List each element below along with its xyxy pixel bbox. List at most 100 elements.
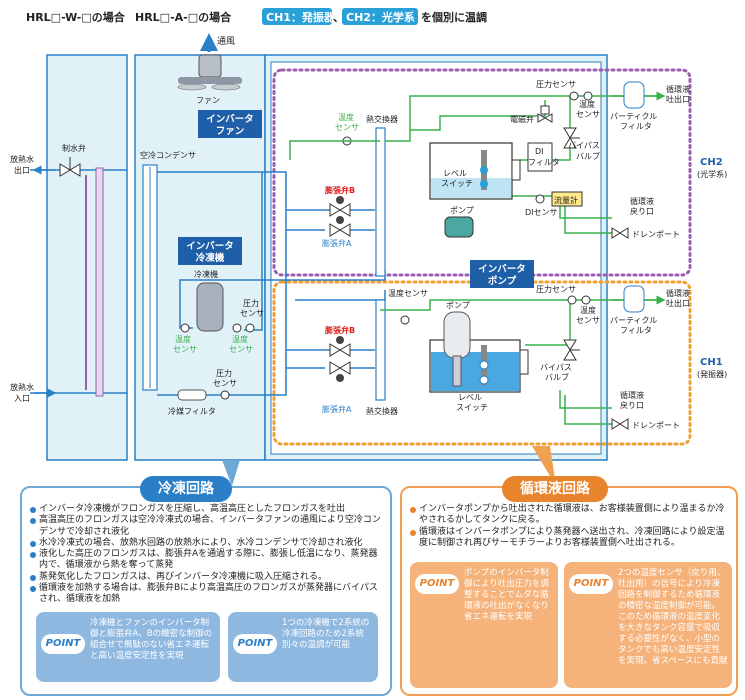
inverter-pump-badge bbox=[470, 260, 534, 288]
ch1-temp-sensor-icon bbox=[400, 315, 410, 325]
expansion-valve-a-top-icon bbox=[329, 216, 351, 237]
circulation-bullets: インバータポンプから吐出された循環液は、お客様装置側により温まるか冷やされるかし… bbox=[410, 504, 732, 549]
ch1-pump-label: ポンプ bbox=[446, 301, 470, 310]
header-suffix: を個別に温調 bbox=[421, 10, 487, 24]
ch2-return-2: 戻り口 bbox=[630, 206, 654, 216]
refrigeration-point-2: POINT 1つの冷凍機で2系統の冷凍回路のため2系統別々の温調が可能 bbox=[228, 612, 378, 682]
ch1-bypass-icon bbox=[563, 339, 580, 361]
refrigerant-pipe-top-ch bbox=[262, 171, 325, 231]
refrigerant-pipe-mid bbox=[285, 230, 325, 368]
ch2-tank-handle bbox=[511, 159, 521, 181]
ch2-drain-valve-icon bbox=[611, 227, 629, 239]
ch2-pressure-icon bbox=[569, 91, 579, 101]
ch2-out-2: 吐出口 bbox=[666, 94, 690, 104]
circulation-bullet: インバータポンプから吐出された循環液は、お客様装置側により温まるか冷やされるかし… bbox=[410, 504, 732, 527]
ch2-flowmeter bbox=[551, 191, 583, 207]
temp-sensor-right-2: センサ bbox=[229, 345, 253, 354]
water-valve-icon bbox=[59, 157, 81, 177]
ch1-level-float-2 bbox=[479, 375, 489, 385]
ch1-temp-r-2: センサ bbox=[576, 316, 600, 325]
water-condenser bbox=[95, 167, 104, 397]
ch2-solenoid-label: 電磁弁 bbox=[510, 114, 534, 124]
ch2-solenoid-icon bbox=[537, 105, 553, 123]
ch1-pump bbox=[443, 311, 471, 359]
ch1-level-float bbox=[479, 360, 489, 370]
ch1-drain-valve-icon bbox=[611, 418, 629, 430]
inverter-comp-badge bbox=[178, 237, 242, 265]
fan-label: ファン bbox=[196, 96, 220, 105]
ch2-pressure-label: 圧力センサ bbox=[536, 79, 576, 89]
ch1-return-2: 戻り口 bbox=[620, 400, 644, 410]
ch2-di-sensor-label: DIセンサ bbox=[525, 208, 558, 217]
ch1-out-2: 吐出口 bbox=[666, 298, 690, 308]
ch2-heat-exchanger bbox=[375, 127, 386, 277]
ch2-bypass-2: バルブ bbox=[576, 151, 600, 161]
expansion-a-bot-label: 膨張弁A bbox=[322, 404, 352, 414]
ch2-out-1: 循環液 bbox=[666, 84, 690, 94]
ref-pointer bbox=[222, 460, 240, 486]
water-in-label-1: 放熱水 bbox=[10, 382, 34, 392]
compressor-icon bbox=[196, 282, 224, 332]
ch2-pump-label: ポンプ bbox=[450, 206, 474, 215]
refrigerant-filter-icon bbox=[177, 389, 207, 401]
ch2-return-1: 循環液 bbox=[630, 196, 654, 206]
refrigeration-bullet: 水冷冷凍式の場合、放熱水回路の放熱水により、水冷コンデンサで冷却され液化 bbox=[30, 538, 386, 549]
ch1-temp-sensor-label: 温度センサ bbox=[388, 288, 428, 298]
ch2-temp-sensor-2: センサ bbox=[335, 123, 359, 132]
temp-sensor-right-1: 温度 bbox=[232, 334, 248, 344]
ch1-tag-bg bbox=[262, 8, 332, 25]
ch2-di-filter-1: DI bbox=[535, 147, 544, 156]
inverter-fan-line2: ファン bbox=[216, 126, 245, 137]
inverter-comp-line1: インバータ bbox=[186, 240, 234, 252]
water-out-label-2: 出口 bbox=[14, 165, 30, 175]
ch2-tank-water bbox=[431, 178, 511, 198]
ch2-bypass-1: バイパス bbox=[568, 141, 600, 150]
ch2-tag-bg bbox=[342, 8, 418, 25]
pressure-sensor-2: センサ bbox=[240, 309, 264, 318]
ch2-pump bbox=[444, 216, 474, 238]
ch1-return-1: 循環液 bbox=[620, 390, 644, 400]
water-out-label-1: 放熱水 bbox=[10, 154, 34, 164]
expansion-valve-b-top-icon bbox=[329, 196, 351, 217]
ch1-level-2: スイッチ bbox=[456, 403, 488, 412]
ch2-flowmeter-label: 流量計 bbox=[554, 195, 578, 205]
ch2-drain: ドレンポート bbox=[632, 230, 680, 239]
inverter-pump-line1: インバータ bbox=[478, 263, 526, 275]
point-text: 2つの温度センサ（戻り用、吐出用）の信号により冷凍回路を制御するため循環液の精密… bbox=[618, 568, 728, 666]
ch2-temp-r-icon bbox=[583, 91, 593, 101]
ch2-desc: (光学系) bbox=[697, 169, 727, 179]
ch1-particle-2: フィルタ bbox=[620, 326, 652, 335]
point-text: ポンプのインバータ制御により吐出圧力を調整することでムダな循環液の吐出がなくなり… bbox=[464, 568, 550, 622]
air-condenser-label: 空冷コンデンサ bbox=[140, 150, 196, 160]
header-separator: 、 bbox=[333, 11, 344, 24]
ch2-level-2: スイッチ bbox=[441, 179, 473, 188]
ch2-di-filter-2: フィルタ bbox=[528, 158, 560, 167]
refrigeration-bullet: 液化した高圧のフロンガスは、膨張弁Aを通過する際に、膨張し低温になり、蒸発器内で… bbox=[30, 549, 386, 572]
ch2-temp-r-2: センサ bbox=[576, 110, 600, 119]
ch1-bypass-2: バルブ bbox=[545, 372, 569, 382]
ch1-temp-r-1: 温度 bbox=[580, 305, 596, 315]
expansion-valve-a-bot-icon bbox=[329, 361, 351, 382]
refrigeration-bullet: インバータ冷凍機がフロンガスを圧縮し、高温高圧としたフロンガスを吐出 bbox=[30, 504, 386, 515]
expansion-valve-b-bot-icon bbox=[329, 336, 351, 357]
inverter-comp-line2: 冷凍機 bbox=[196, 252, 225, 264]
refrigeration-bullet: 蒸発気化したフロンガスは、再びインバータ冷凍機に吸入圧縮される。 bbox=[30, 572, 386, 583]
fan-icon bbox=[177, 54, 242, 91]
ch2-level-1: レベル bbox=[443, 169, 467, 178]
circulation-title: 循環液回路 bbox=[502, 476, 608, 502]
refrigerant-filter-label: 冷媒フィルタ bbox=[168, 406, 216, 416]
refrigeration-bullets: インバータ冷凍機がフロンガスを圧縮し、高温高圧としたフロンガスを吐出 高温高圧の… bbox=[30, 504, 386, 606]
circulation-point-2: POINT 2つの温度センサ（戻り用、吐出用）の信号により冷凍回路を制御するため… bbox=[564, 562, 732, 688]
ch2-level-float bbox=[480, 166, 488, 174]
refrigeration-title: 冷凍回路 bbox=[140, 476, 232, 502]
water-in-label-2: 入口 bbox=[14, 394, 30, 403]
ch2-tag: CH2：光学系 bbox=[346, 10, 415, 24]
ch1-name: CH1 bbox=[700, 357, 723, 368]
type-a-label: HRL□-A-□の場合 bbox=[135, 10, 232, 24]
ch1-pump-shaft bbox=[452, 355, 462, 387]
ch1-particle-filter bbox=[623, 285, 645, 313]
ch1-pressure-icon bbox=[567, 295, 577, 305]
ch1-temp-r-icon bbox=[581, 295, 591, 305]
ch1-heat-exchanger bbox=[375, 299, 386, 401]
system-diagram: HRL□-W-□の場合 HRL□-A-□の場合 CH1：発振器 、 CH2：光学… bbox=[10, 8, 727, 486]
